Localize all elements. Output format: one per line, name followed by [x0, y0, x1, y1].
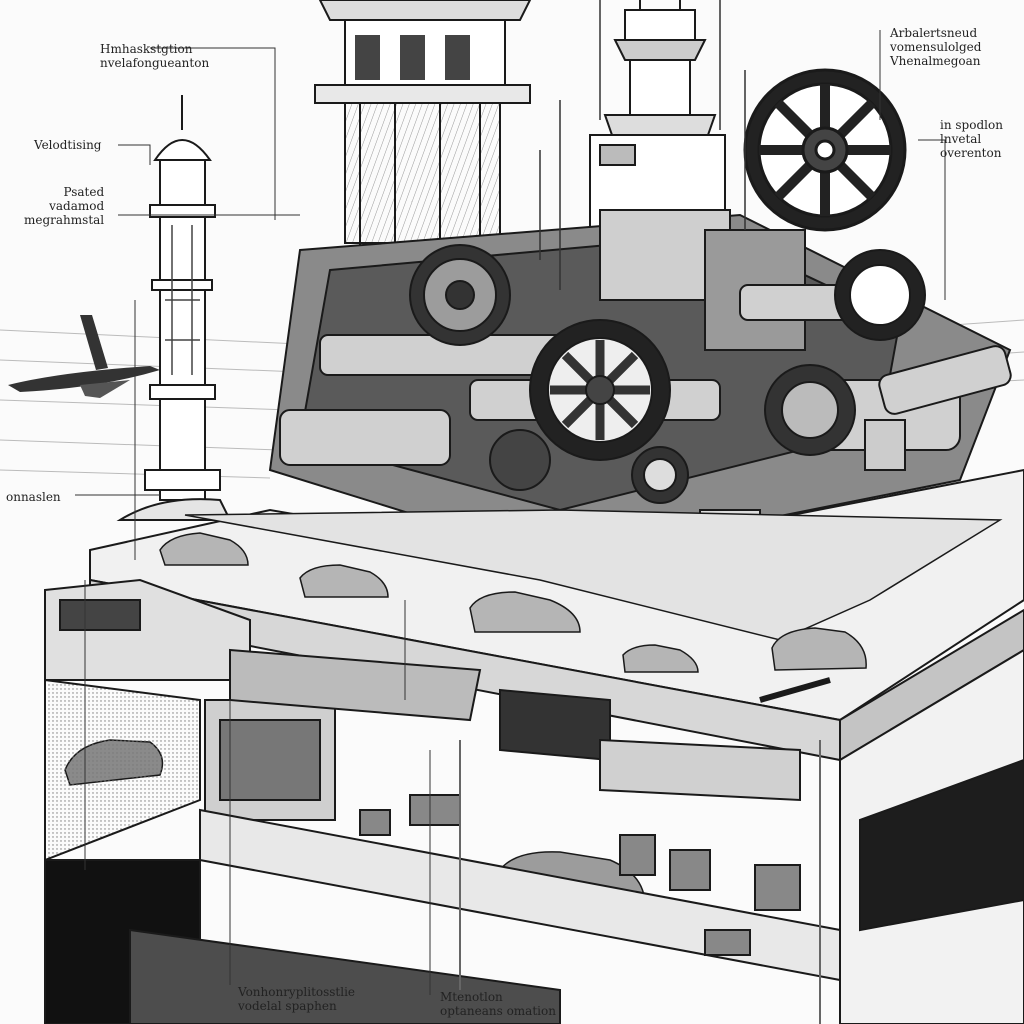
callout-text: nvelafongueanton: [100, 56, 210, 70]
callout-bottom-center: Vonhonryplitosstlie vodelal spaphen: [238, 985, 355, 1013]
central-tower: [314, 0, 532, 260]
callout-bottom-right: Mtenotlon optaneans omation: [440, 990, 556, 1018]
callout-text: Vonhonryplitosstlie: [238, 985, 356, 999]
callout-left-middle: Psated vadamod megrahmstal: [24, 185, 104, 227]
callout-text: Mtenotlon: [440, 990, 503, 1004]
callout-text: overenton: [940, 146, 1002, 160]
left-tower: [116, 95, 232, 521]
lower-floors: [44, 578, 1024, 1024]
airplane: [8, 315, 160, 398]
callout-text: Velodtising: [34, 138, 102, 152]
callout-text: lnvetal: [940, 132, 982, 146]
callout-text: vadamod: [49, 199, 105, 213]
callout-text: Hmhaskstgtion: [100, 42, 193, 56]
callout-lines: [75, 30, 946, 995]
callout-text: vomensulolged: [890, 40, 982, 54]
callout-text: megrahmstal: [24, 213, 105, 227]
callout-text: onnaslen: [6, 490, 61, 504]
callout-text: Arbalertsneud: [890, 26, 978, 40]
callout-text: Psated: [63, 185, 105, 199]
callout-left-upper: Velodtising: [34, 138, 101, 152]
callout-left-lower: onnaslen: [6, 490, 61, 504]
callout-text: in spodlon: [940, 118, 1003, 132]
callout-text: Vhenalmegoan: [890, 54, 981, 68]
callout-top-right: Arbalertsneud vomensulolged Vhenalmegoan: [890, 26, 981, 68]
callout-text: optaneans omation: [440, 1004, 556, 1018]
callout-top-left: Hmhaskstgtion nvelafongueanton: [100, 42, 209, 70]
callout-right-middle: in spodlon lnvetal overenton: [940, 118, 1003, 160]
callout-text: vodelal spaphen: [238, 999, 337, 1013]
flywheel-large: [743, 68, 907, 232]
